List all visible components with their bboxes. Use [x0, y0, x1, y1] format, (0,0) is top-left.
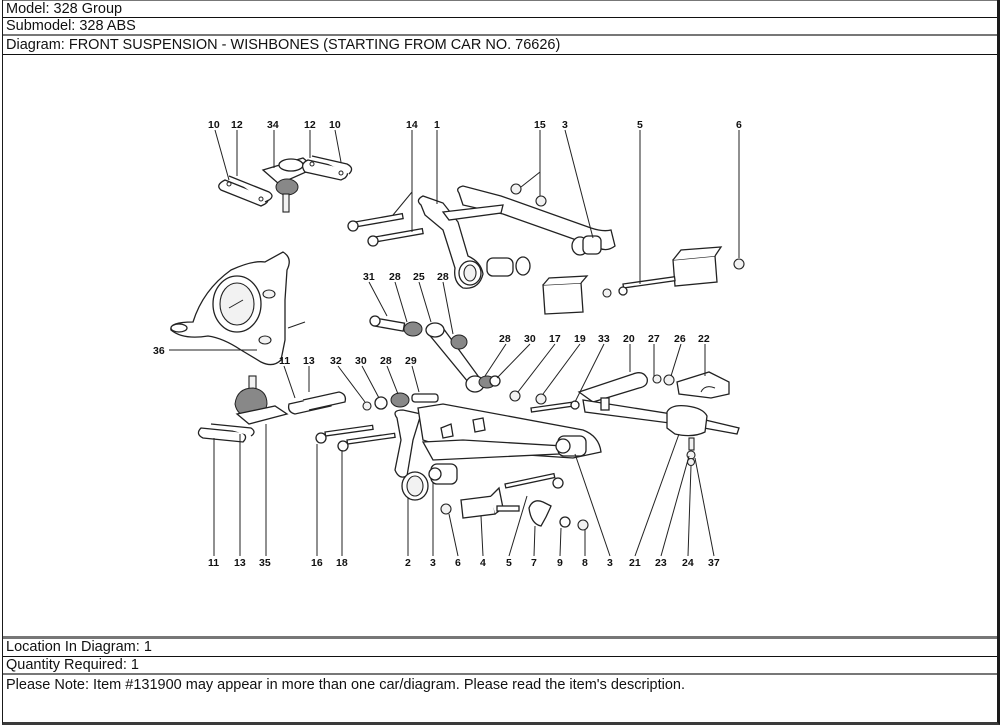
diagram-drawing: 10 12 34 12 10 14 1 15 3 5 6 31 28 25 28… — [153, 119, 745, 569]
callout: 28 — [437, 271, 449, 283]
callout: 14 — [406, 119, 418, 131]
callout: 28 — [389, 271, 401, 283]
lower-link-plates-bottom — [197, 423, 255, 443]
callout: 21 — [629, 557, 641, 569]
callout: 11 — [208, 557, 219, 569]
callout: 30 — [355, 355, 367, 367]
callout: 3 — [607, 557, 613, 569]
callout: 15 — [534, 119, 546, 131]
callout: 25 — [413, 271, 425, 283]
callout: 18 — [336, 557, 348, 569]
callout: 3 — [562, 119, 568, 131]
callout: 5 — [506, 557, 512, 569]
callout: 26 — [674, 333, 686, 345]
callout: 2 — [405, 557, 411, 569]
callout: 5 — [637, 119, 643, 131]
diagram-title: Diagram: FRONT SUSPENSION - WISHBONES (S… — [3, 37, 997, 55]
location-in-diagram: Location In Diagram: 1 — [3, 639, 997, 657]
leader-lines — [169, 129, 740, 557]
callout: 27 — [648, 333, 660, 345]
nut-6-top — [733, 258, 745, 270]
upper-wishbone — [417, 185, 616, 289]
item-note: Please Note: Item #131900 may appear in … — [6, 677, 686, 693]
steering-knuckle — [170, 251, 306, 366]
callout: 8 — [582, 557, 588, 569]
callout: 10 — [329, 119, 341, 131]
submodel-label: Submodel: 328 ABS — [3, 18, 997, 36]
callout: 3 — [430, 557, 436, 569]
callout: 36 — [153, 345, 165, 357]
anti-roll-bar — [577, 371, 740, 467]
callout: 1 — [434, 119, 440, 131]
callout: 23 — [655, 557, 667, 569]
callout: 6 — [736, 119, 742, 131]
callout: 9 — [557, 557, 563, 569]
callout: 17 — [549, 333, 561, 345]
callout: 31 — [363, 271, 375, 283]
model-label: Model: 328 Group — [3, 0, 997, 18]
callout: 32 — [330, 355, 342, 367]
callout: 16 — [311, 557, 323, 569]
lower-ball-joint — [234, 375, 289, 425]
callout: 24 — [682, 557, 694, 569]
exploded-parts-diagram: 10 12 34 12 10 14 1 15 3 5 6 31 28 25 28… — [3, 55, 997, 639]
lower-link-plates-top — [287, 391, 347, 415]
lower-wishbone — [394, 400, 602, 501]
callout: 4 — [480, 557, 486, 569]
callout: 34 — [267, 119, 279, 131]
callout: 19 — [574, 333, 586, 345]
upper-ball-joint — [261, 157, 317, 213]
mounting-brackets-top — [542, 246, 745, 315]
upper-link-plates-right — [301, 155, 353, 181]
quantity-required: Quantity Required: 1 — [3, 657, 997, 675]
callout: 37 — [708, 557, 720, 569]
callout: 6 — [455, 557, 461, 569]
nut-15b — [535, 195, 547, 207]
callout: 35 — [259, 557, 271, 569]
callout: 28 — [499, 333, 511, 345]
callout: 13 — [234, 557, 246, 569]
callout: 11 — [279, 355, 290, 367]
lower-bracket-hardware — [440, 472, 589, 531]
bolts-14 — [347, 212, 424, 247]
callout: 10 — [208, 119, 220, 131]
callout: 20 — [623, 333, 635, 345]
upper-link-plates-left — [218, 175, 273, 207]
drop-link — [362, 315, 547, 411]
nut-15a — [510, 183, 522, 195]
callout: 12 — [231, 119, 243, 131]
callout: 28 — [380, 355, 392, 367]
callout: 29 — [405, 355, 417, 367]
callout: 33 — [598, 333, 610, 345]
callout: 7 — [531, 557, 537, 569]
callout: 30 — [524, 333, 536, 345]
callout-labels: 10 12 34 12 10 14 1 15 3 5 6 31 28 25 28… — [153, 119, 742, 569]
callout: 22 — [698, 333, 710, 345]
callout: 13 — [303, 355, 315, 367]
callout: 12 — [304, 119, 316, 131]
bolts-16-18 — [315, 424, 396, 452]
